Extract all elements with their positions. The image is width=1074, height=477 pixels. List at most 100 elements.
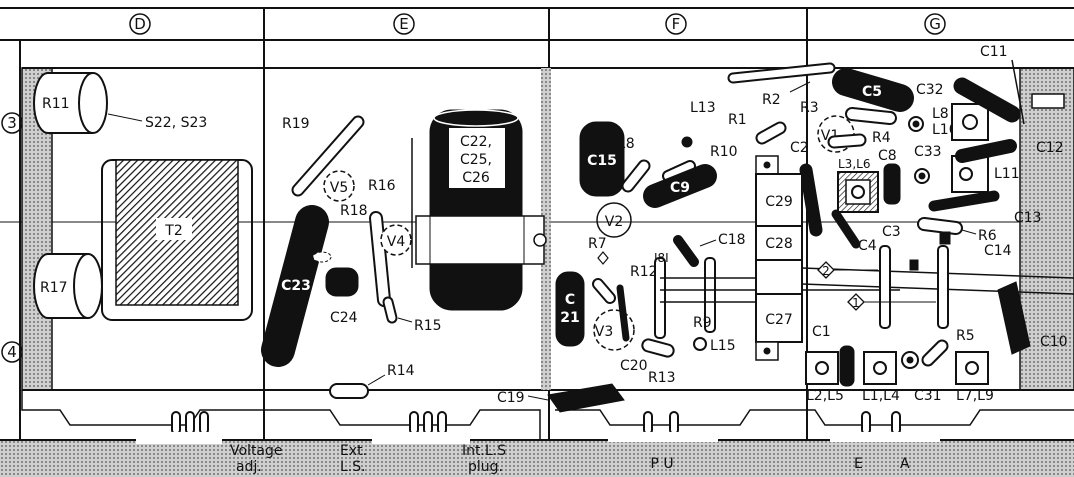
- capacitor-c5: C5: [832, 68, 914, 112]
- capacitor-c3: C3: [882, 224, 901, 240]
- row-label-3: 3: [7, 114, 17, 132]
- svg-text:R2: R2: [762, 92, 781, 108]
- svg-text:C15: C15: [587, 153, 617, 169]
- capacitor-c4: C4: [831, 209, 877, 254]
- svg-text:C13: C13: [1014, 210, 1042, 226]
- svg-text:R8: R8: [616, 136, 635, 152]
- capacitor-c12: C12: [955, 139, 1064, 163]
- marker-1: 1: [852, 296, 860, 310]
- column-label-e: E: [399, 15, 408, 33]
- svg-text:R19: R19: [282, 116, 310, 132]
- svg-text:C8: C8: [878, 148, 897, 164]
- svg-text:R15: R15: [414, 318, 442, 334]
- svg-text:R5: R5: [956, 328, 975, 344]
- tag-strip-f: Ι8Ι: [654, 251, 900, 339]
- wavechange-switch: 2 1: [801, 245, 1074, 329]
- label-adj: adj.: [236, 459, 262, 475]
- socket-voltage: Voltage adj.: [136, 411, 283, 475]
- svg-text:L7,L9: L7,L9: [956, 388, 994, 404]
- svg-text:L13: L13: [690, 100, 716, 116]
- coil-l15: L15: [693, 337, 736, 354]
- label-plug: plug.: [468, 459, 503, 475]
- label-r17: R17: [40, 280, 68, 296]
- coil-l11: L11: [951, 155, 1020, 193]
- component-r17: R17: [33, 253, 103, 319]
- column-label-g: G: [929, 15, 941, 33]
- svg-text:C: C: [565, 292, 575, 308]
- capacitor-c1: C1: [812, 324, 855, 387]
- svg-text:C33: C33: [914, 144, 942, 160]
- tuning-capacitor-stack: C29 C28 C27: [755, 155, 803, 361]
- svg-text:C3: C3: [882, 224, 901, 240]
- svg-text:R10: R10: [710, 144, 738, 160]
- row-label-4: 4: [7, 343, 17, 361]
- svg-text:L2,L5: L2,L5: [806, 388, 844, 404]
- svg-text:V2: V2: [605, 214, 623, 230]
- resistor-r6: R6: [917, 217, 997, 244]
- socket-aerial-earth: E A: [830, 411, 940, 472]
- capacitor-c2: C2: [790, 140, 823, 237]
- socket-speaker: Ext. L.S. Int.L.S plug.: [340, 411, 506, 475]
- svg-text:R3: R3: [800, 100, 819, 116]
- bottom-rail: [0, 390, 1074, 477]
- label-r18: R18: [340, 203, 368, 219]
- resistor-r2: R2: [727, 62, 836, 108]
- svg-text:C31: C31: [914, 388, 942, 404]
- valve-v2: V2: [596, 202, 632, 238]
- label-s22-s23: S22, S23: [107, 113, 207, 131]
- resistor-r10: R10: [662, 144, 738, 182]
- column-headers: D E F G: [129, 13, 946, 35]
- column-label-f: F: [672, 15, 681, 33]
- resistor-r19: R19: [282, 115, 365, 197]
- label-pu: P U: [650, 456, 673, 472]
- coil-l7-l9: L7,L9: [955, 351, 994, 404]
- resistor-r1: R1: [728, 112, 787, 145]
- svg-text:C26: C26: [462, 170, 490, 186]
- svg-text:V3: V3: [595, 324, 613, 340]
- resistor-r7: R7: [588, 236, 616, 304]
- coil-l3-l6: L3,L6: [837, 157, 879, 213]
- svg-text:R13: R13: [648, 370, 676, 386]
- svg-text:L11: L11: [994, 166, 1020, 182]
- svg-text:C24: C24: [330, 310, 358, 326]
- resistor-r4: R4: [827, 130, 891, 149]
- svg-text:C4: C4: [858, 238, 877, 254]
- label-a: A: [900, 456, 910, 472]
- resistor-r5: R5: [921, 328, 975, 367]
- svg-text:R6: R6: [978, 228, 997, 244]
- label-ext: Ext.: [340, 443, 367, 459]
- svg-text:C28: C28: [765, 236, 793, 252]
- svg-text:L1,L4: L1,L4: [862, 388, 900, 404]
- capacitor-c10: C10: [997, 281, 1068, 355]
- chassis-outline: [21, 67, 1074, 391]
- valve-v3: V3: [593, 284, 635, 351]
- capacitor-c23: C23: [261, 205, 332, 367]
- capacitor-c20: C20: [620, 358, 648, 374]
- column-label-d: D: [134, 15, 146, 33]
- shaft-top: [1031, 93, 1065, 109]
- svg-text:C10: C10: [1040, 334, 1068, 350]
- label-r11: R11: [42, 96, 70, 112]
- svg-text:C9: C9: [670, 180, 690, 196]
- transformer-t2: T2: [52, 159, 290, 321]
- capacitor-c14: C14: [939, 231, 1012, 259]
- socket-pickup: P U: [608, 411, 718, 472]
- resistor-r8: R8: [616, 136, 651, 193]
- svg-text:R14: R14: [387, 363, 415, 379]
- svg-text:R9: R9: [693, 315, 712, 331]
- svg-text:C23: C23: [281, 278, 311, 294]
- resistor-r16: R16: [368, 178, 396, 307]
- coil-l1-l4: L1,L4: [862, 351, 900, 404]
- svg-text:V5: V5: [330, 180, 348, 196]
- svg-text:C18: C18: [718, 232, 746, 248]
- svg-text:R18: R18: [340, 203, 368, 219]
- capacitor-c13: C13: [928, 190, 1042, 226]
- svg-text:L3,L6: L3,L6: [838, 157, 870, 171]
- svg-text:C32: C32: [916, 82, 944, 98]
- svg-text:R12: R12: [630, 264, 658, 280]
- label-int-ls: Int.L.S: [462, 443, 506, 459]
- svg-text:C19: C19: [497, 390, 525, 406]
- svg-text:C5: C5: [862, 84, 882, 100]
